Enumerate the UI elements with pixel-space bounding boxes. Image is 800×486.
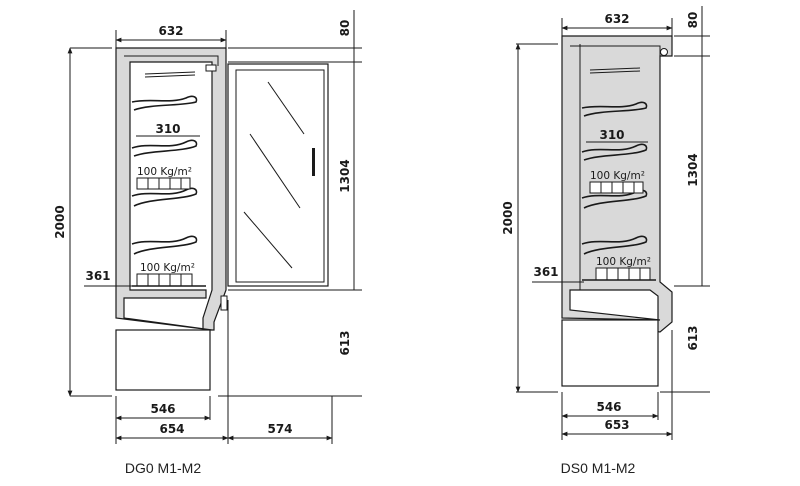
dim-top-width: 632 (604, 12, 629, 26)
load-lower: 100 Kg/m² (596, 256, 651, 268)
dim-shelf-depth: 310 (155, 122, 180, 136)
dim-shelf-depth: 310 (599, 128, 624, 142)
dim-base-shelf: 361 (533, 265, 558, 279)
open-glass-door (227, 63, 329, 287)
dim-door-height: 1304 (686, 153, 700, 186)
dim-inner-width: 546 (150, 402, 175, 416)
dim-top-width: 632 (158, 24, 183, 38)
product-crates-lower (136, 273, 193, 287)
shelves (581, 101, 648, 255)
base-plinth (115, 329, 211, 391)
unit-dg0: 632 80 1304 2000 310 100 Kg/m² 100 Kg/m²… (53, 10, 362, 476)
dim-base-height: 613 (686, 325, 700, 350)
dim-door-height: 1304 (338, 159, 352, 192)
dim-top-gap: 80 (338, 20, 352, 37)
base-plinth (561, 319, 659, 387)
top-light (205, 64, 217, 72)
door-handle (312, 148, 315, 176)
unit-ds0: 632 80 1304 2000 310 100 Kg/m² 100 Kg/m²… (501, 6, 710, 476)
dim-base-shelf: 361 (85, 269, 110, 283)
load-upper: 100 Kg/m² (590, 170, 645, 182)
dim-door-swing: 574 (267, 422, 292, 436)
shelves (131, 95, 198, 255)
product-crates-lower (595, 267, 651, 281)
caption-dg0: DG0 M1-M2 (125, 460, 201, 476)
caption-ds0: DS0 M1-M2 (561, 460, 636, 476)
dim-height: 2000 (501, 201, 515, 234)
dim-inner-width: 546 (596, 400, 621, 414)
dim-top-gap: 80 (686, 12, 700, 29)
load-lower: 100 Kg/m² (140, 262, 195, 274)
cabinet-wall (115, 47, 227, 331)
dim-overall-width: 654 (159, 422, 184, 436)
dim-overall-width: 653 (604, 418, 629, 432)
product-crates-upper (136, 177, 191, 190)
load-upper: 100 Kg/m² (137, 166, 192, 178)
dim-height: 2000 (53, 205, 67, 238)
dim-base-height: 613 (338, 330, 352, 355)
top-light (660, 48, 668, 56)
product-crates-upper (589, 181, 644, 194)
